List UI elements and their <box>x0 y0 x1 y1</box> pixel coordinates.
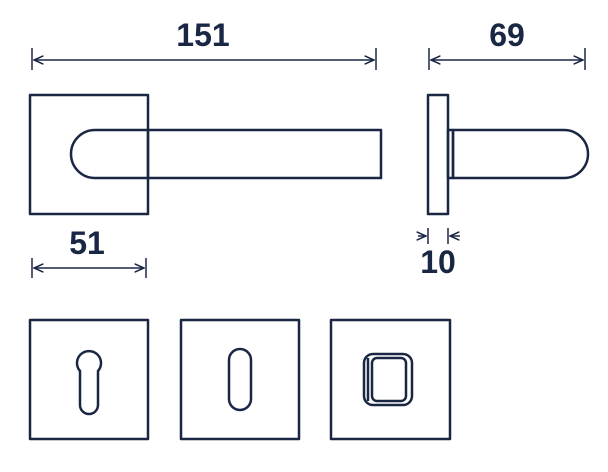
escutcheon-thumbturn <box>329 318 452 441</box>
dimension-label-51: 51 <box>69 225 105 261</box>
escutcheon-oval-key <box>179 318 301 441</box>
front-view <box>28 93 383 216</box>
dimension-lever-projection: 69 <box>428 17 586 70</box>
square-rose <box>28 93 150 216</box>
side-view <box>426 93 590 216</box>
thumbturn-icon <box>362 352 414 407</box>
dimension-rose-width: 51 <box>31 225 147 278</box>
oval-key-icon <box>227 347 253 412</box>
rose-side-profile <box>426 93 450 216</box>
dimension-lever-length: 151 <box>31 17 377 70</box>
euro-cylinder-icon <box>75 349 103 416</box>
dimension-label-151: 151 <box>176 17 229 53</box>
dimension-label-10: 10 <box>420 244 456 280</box>
dimension-label-69: 69 <box>489 17 525 53</box>
escutcheon-profile-cylinder <box>28 318 150 441</box>
dimension-rose-thickness: 10 <box>418 228 460 280</box>
lever-side-profile <box>451 128 590 180</box>
lever-handle <box>69 128 383 180</box>
